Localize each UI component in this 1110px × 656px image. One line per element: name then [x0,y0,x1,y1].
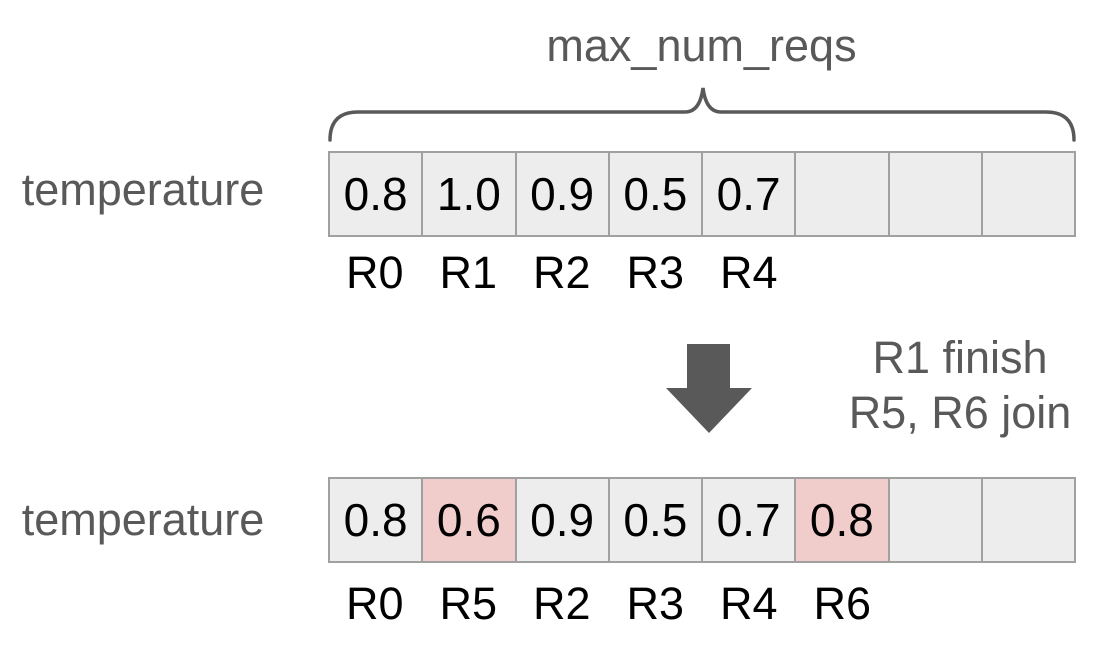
array-cell [980,477,1076,563]
array-cell: 0.9 [514,477,610,563]
request-label: R2 [532,578,591,629]
array-cell: 0.7 [701,151,797,237]
bottom-request-labels: R0 R5 R2 R3 R4 R6 [328,578,1076,630]
array-cell: 0.8 [328,151,424,237]
down-arrow-icon [666,344,752,433]
array-cell [980,151,1076,237]
array-cell: 0.5 [607,151,703,237]
max-num-reqs-label: max_num_reqs [546,20,857,71]
request-label: R2 [532,247,591,298]
array-cell: 0.7 [701,477,797,563]
array-cell: 0.8 [794,477,890,563]
array-cell: 0.8 [328,477,424,563]
request-label [796,247,890,299]
curly-brace-icon [328,87,1076,142]
request-label [983,247,1077,299]
top-request-labels: R0 R1 R2 R3 R4 [328,247,1076,299]
array-cell [887,151,983,237]
request-label: R5 [439,578,498,629]
request-label: R0 [345,578,404,629]
bottom-row-caption: temperature [21,494,265,545]
request-label: R3 [626,578,685,629]
top-row-caption: temperature [21,164,265,215]
top-temperature-array: 0.8 1.0 0.9 0.5 0.7 [328,151,1076,237]
array-cell: 0.5 [607,477,703,563]
transition-line-1: R1 finish [872,332,1048,383]
array-cell: 1.0 [421,151,517,237]
array-cell: 0.9 [514,151,610,237]
request-label: R6 [813,578,872,629]
request-label: R4 [719,578,778,629]
transition-line-2: R5, R6 join [848,387,1072,438]
request-label: R3 [626,247,685,298]
array-cell: 0.6 [421,477,517,563]
transition-annotation: R1 finish R5, R6 join [820,330,1100,440]
request-label: R4 [719,247,778,298]
request-label [889,247,983,299]
request-label: R0 [345,247,404,298]
request-label [889,578,983,630]
bottom-temperature-array: 0.8 0.6 0.9 0.5 0.7 0.8 [328,477,1076,563]
request-label: R1 [439,247,498,298]
array-cell [794,151,890,237]
array-cell [887,477,983,563]
request-label [983,578,1077,630]
